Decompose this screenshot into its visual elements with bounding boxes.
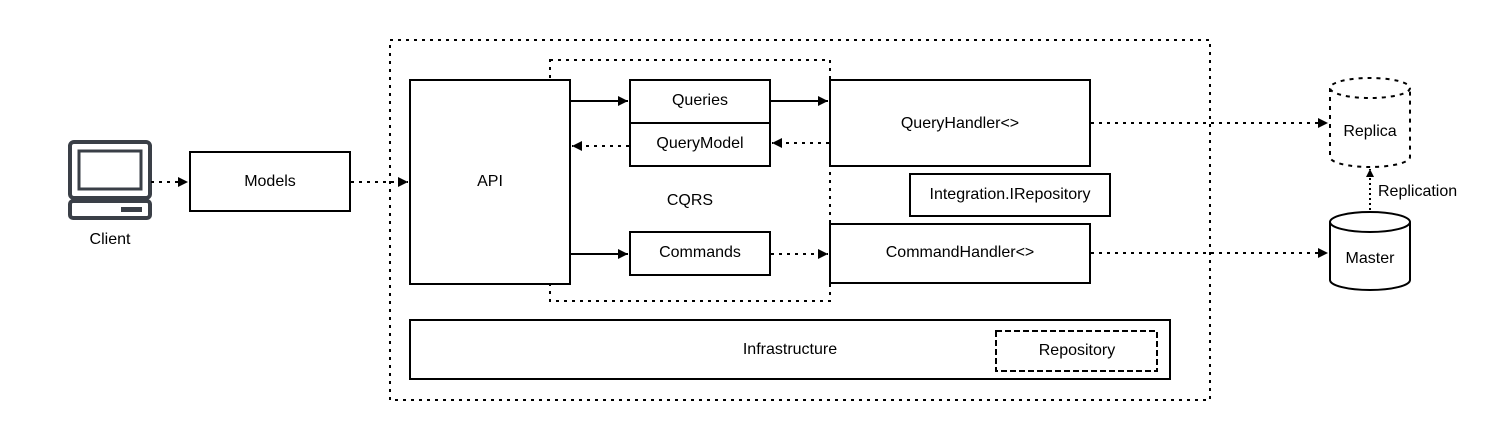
command-handler-label: CommandHandler<>: [886, 244, 1035, 261]
system-boundary: [389, 39, 1211, 401]
models-box: [189, 151, 351, 212]
client-label: Client: [90, 231, 131, 248]
query-model-box: [629, 122, 771, 167]
computer-icon: [68, 140, 152, 220]
queries-label: Queries: [672, 92, 728, 109]
integration-repository-box: [909, 173, 1111, 217]
query-handler-label: QueryHandler<>: [901, 115, 1019, 132]
infrastructure-label: Infrastructure: [743, 341, 837, 358]
query-model-label: QueryModel: [656, 135, 743, 152]
api-label: API: [477, 173, 503, 190]
commands-label: Commands: [659, 244, 741, 261]
commands-box: [629, 231, 771, 276]
command-handler-box: [829, 223, 1091, 284]
cqrs-label: CQRS: [667, 192, 713, 209]
api-box: [409, 79, 571, 285]
replication-label: Replication: [1378, 183, 1457, 200]
replica-database-icon: [1329, 77, 1411, 168]
integration-repository-label: Integration.IRepository: [930, 186, 1091, 203]
master-label: Master: [1346, 250, 1396, 267]
repository-box: [995, 330, 1158, 372]
repository-label: Repository: [1039, 342, 1115, 359]
master-database-icon: [1329, 211, 1411, 291]
query-handler-box: [829, 79, 1091, 167]
replica-label: Replica: [1343, 123, 1396, 140]
models-label: Models: [244, 173, 296, 190]
